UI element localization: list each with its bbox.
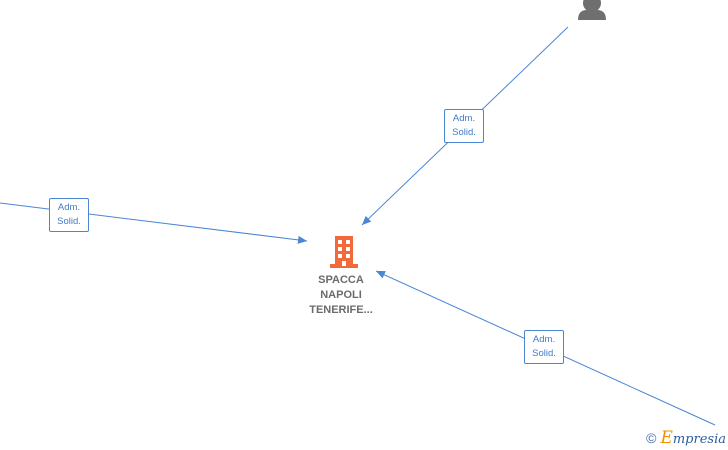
person-icon[interactable] bbox=[578, 0, 606, 20]
edge-label-line1: Adm. bbox=[57, 202, 81, 213]
brand-name-rest: mpresia bbox=[672, 432, 726, 447]
company-name-line: SPACCA bbox=[318, 274, 364, 286]
edge-label-line2: Solid. bbox=[57, 216, 81, 227]
building-icon[interactable] bbox=[330, 236, 358, 268]
edge-label-line2: Solid. bbox=[452, 127, 476, 138]
edge-label-bottom-right[interactable]: Adm. Solid. bbox=[524, 330, 564, 364]
brand-initial: E bbox=[660, 428, 673, 448]
edge-label-line2: Solid. bbox=[532, 348, 556, 359]
company-name-line: NAPOLI bbox=[320, 289, 362, 301]
empresia-watermark: ©Empresia bbox=[646, 428, 726, 448]
company-name-label[interactable]: SPACCA NAPOLI TENERIFE... bbox=[296, 273, 386, 318]
edge-line-left bbox=[0, 202, 308, 244]
edge-label-line1: Adm. bbox=[532, 334, 556, 345]
edge-label-line1: Adm. bbox=[452, 113, 476, 124]
edge-label-left[interactable]: Adm. Solid. bbox=[49, 198, 89, 232]
company-name-line: TENERIFE... bbox=[309, 304, 373, 316]
copyright-icon: © bbox=[646, 430, 657, 446]
edge-label-top-right[interactable]: Adm. Solid. bbox=[444, 109, 484, 143]
